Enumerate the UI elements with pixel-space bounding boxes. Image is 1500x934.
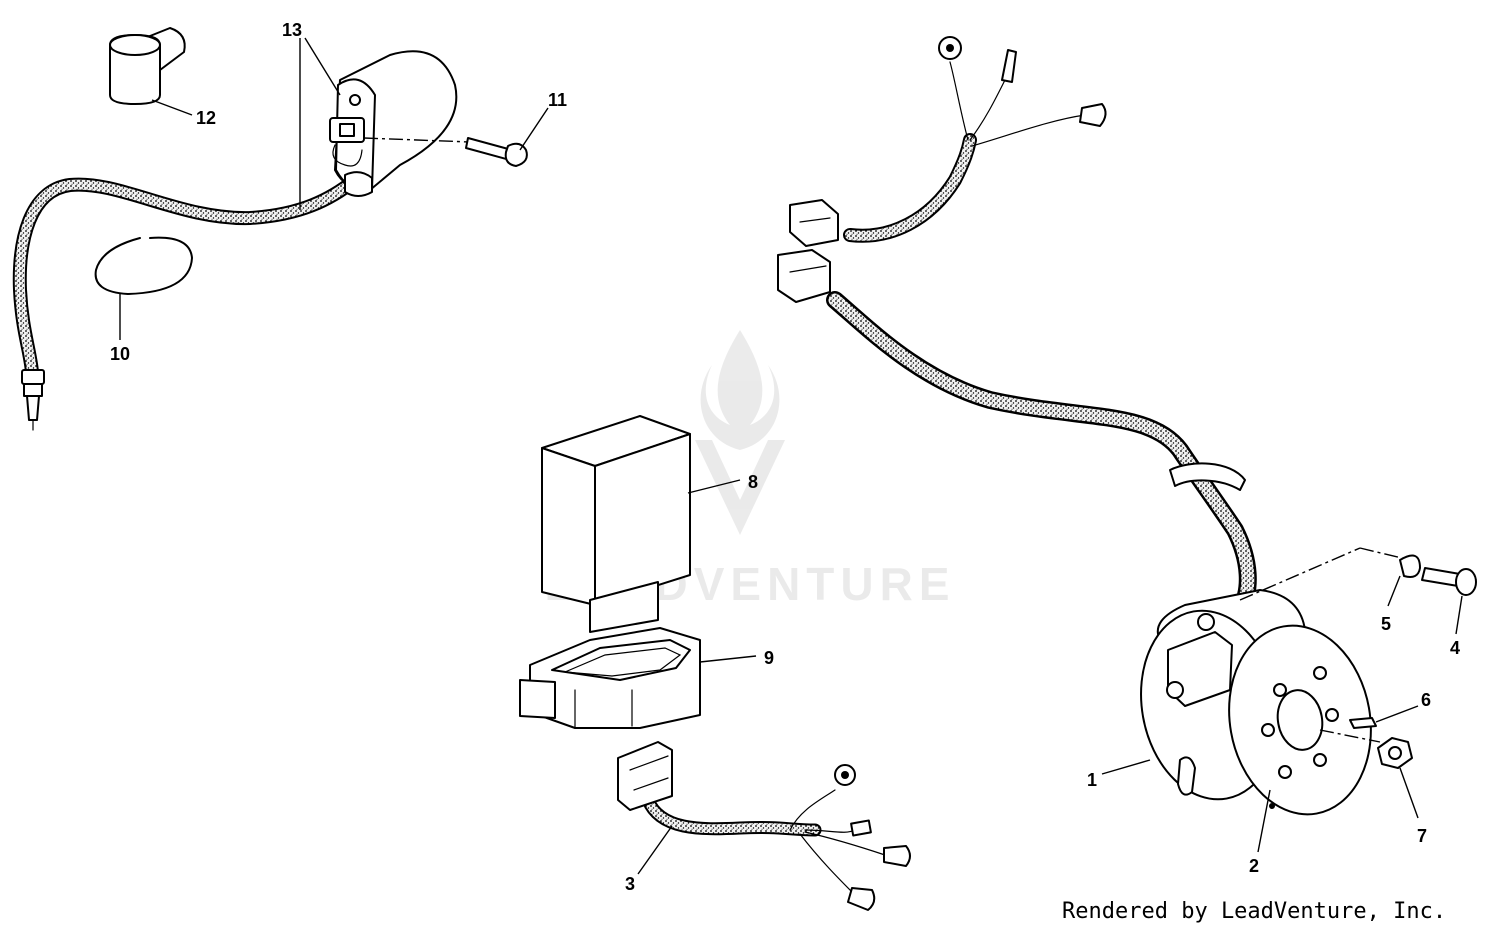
svg-text:2: 2 bbox=[1249, 856, 1259, 876]
callout-4: 4 bbox=[1450, 595, 1463, 658]
svg-text:3: 3 bbox=[625, 874, 635, 894]
spark-plug bbox=[21, 369, 45, 431]
cdi-unit bbox=[541, 415, 691, 633]
callout-13: 13 bbox=[282, 20, 341, 210]
stator-screw-parts bbox=[1239, 547, 1477, 769]
svg-text:7: 7 bbox=[1417, 826, 1427, 846]
callout-12: 12 bbox=[151, 99, 216, 128]
spark-plug-cap bbox=[109, 27, 186, 105]
watermark-logo bbox=[695, 330, 785, 535]
callout-2: 2 bbox=[1249, 789, 1271, 876]
callout-1: 1 bbox=[1087, 759, 1151, 790]
svg-text:9: 9 bbox=[764, 648, 774, 668]
callout-7: 7 bbox=[1399, 767, 1427, 846]
callout-6: 6 bbox=[1375, 690, 1431, 723]
wire-clamp bbox=[94, 236, 193, 295]
callout-8: 8 bbox=[687, 472, 758, 494]
callout-3: 3 bbox=[625, 825, 673, 894]
ignition-coil bbox=[12, 50, 458, 379]
callout-10: 10 bbox=[110, 293, 130, 364]
svg-text:1: 1 bbox=[1087, 770, 1097, 790]
svg-text:10: 10 bbox=[110, 344, 130, 364]
cdi-rubber-holder bbox=[519, 627, 701, 729]
coil-bolt bbox=[363, 137, 528, 167]
svg-text:6: 6 bbox=[1421, 690, 1431, 710]
flywheel-assembly bbox=[1140, 589, 1372, 816]
svg-text:5: 5 bbox=[1381, 614, 1391, 634]
svg-text:12: 12 bbox=[196, 108, 216, 128]
svg-text:13: 13 bbox=[282, 20, 302, 40]
wire-harness bbox=[617, 741, 911, 911]
svg-text:8: 8 bbox=[748, 472, 758, 492]
callout-11: 11 bbox=[519, 90, 567, 151]
callout-5: 5 bbox=[1381, 575, 1401, 634]
render-credit: Rendered by LeadVenture, Inc. bbox=[1062, 899, 1446, 924]
svg-text:11: 11 bbox=[548, 90, 567, 110]
callout-9: 9 bbox=[699, 648, 774, 668]
svg-text:4: 4 bbox=[1450, 638, 1460, 658]
stator-harness bbox=[777, 36, 1257, 619]
